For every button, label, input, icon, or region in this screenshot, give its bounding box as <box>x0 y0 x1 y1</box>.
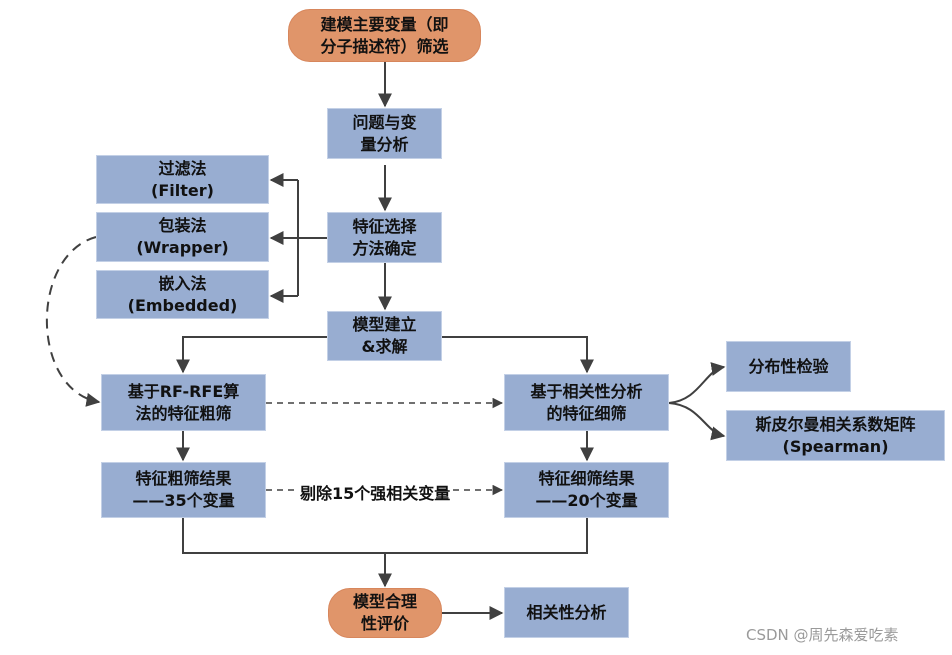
edge-fine-spearman <box>668 402 726 441</box>
node-text: (Spearman) <box>782 436 889 456</box>
node-text: 模型合理 <box>352 592 417 611</box>
edge-model-rfrfe <box>176 336 327 374</box>
node-text: 相关性分析 <box>526 602 607 622</box>
node-text: 包装法 <box>158 216 207 235</box>
node-start: 建模主要变量（即分子描述符）筛选 <box>288 9 481 62</box>
node-text: 法的特征粗筛 <box>135 403 232 423</box>
node-spearman: 斯皮尔曼相关系数矩阵(Spearman) <box>726 410 945 461</box>
node-text: 特征粗筛结果 <box>135 469 232 488</box>
watermark: CSDN @周先森爱吃素 <box>746 626 899 644</box>
node-text: 量分析 <box>360 134 409 154</box>
node-text: 特征细筛结果 <box>538 469 635 488</box>
node-analysis: 问题与变量分析 <box>327 108 442 159</box>
node-text: 过滤法 <box>158 158 207 178</box>
node-model: 模型建立&求解 <box>327 311 442 361</box>
node-text: (Filter) <box>151 180 214 200</box>
node-text: 的特征细筛 <box>546 403 627 423</box>
node-method: 特征选择方法确定 <box>327 212 442 263</box>
node-corr-fine: 基于相关性分析的特征细筛 <box>504 374 669 431</box>
node-filter: 过滤法(Filter) <box>96 155 269 204</box>
edge-merge <box>182 518 588 554</box>
node-text: 分布性检验 <box>748 356 829 376</box>
node-text: 建模主要变量（即 <box>320 14 449 34</box>
node-wrapper: 包装法 (Wrapper) <box>96 212 269 262</box>
node-text: ——35个变量 <box>132 491 235 510</box>
node-embedded: 嵌入法(Embedded) <box>96 270 269 319</box>
node-text: 分子描述符）筛选 <box>320 36 449 56</box>
node-dist-test: 分布性检验 <box>726 341 851 392</box>
node-text: ——20个变量 <box>535 491 638 510</box>
node-evaluate: 模型合理性评价 <box>328 588 442 638</box>
node-text: 斯皮尔曼相关系数矩阵 <box>755 414 916 434</box>
node-text: 基于RF-RFE算 <box>127 381 240 401</box>
node-coarse-result: 特征粗筛结果 ——35个变量 <box>101 462 266 518</box>
node-text: 嵌入法 <box>158 273 207 293</box>
edge-fine-dist <box>668 362 726 404</box>
node-text: (Embedded) <box>127 295 238 315</box>
node-text: &求解 <box>361 337 408 356</box>
edge-wrapper-rfrfe-dashed <box>45 236 101 407</box>
node-text: 性评价 <box>360 614 409 633</box>
node-text: 基于相关性分析 <box>530 381 643 401</box>
node-text: 方法确定 <box>352 238 417 258</box>
node-text: 问题与变 <box>352 112 417 132</box>
node-text: (Wrapper) <box>136 238 229 257</box>
node-rfrfe: 基于RF-RFE算法的特征粗筛 <box>101 374 266 431</box>
node-corr-analysis: 相关性分析 <box>504 587 629 638</box>
node-fine-result: 特征细筛结果 ——20个变量 <box>504 462 669 518</box>
node-text: 模型建立 <box>352 315 417 334</box>
edge-model-fine <box>442 336 594 374</box>
node-text: 特征选择 <box>352 216 417 236</box>
edge-label: 剔除15个强相关变量 <box>298 480 453 504</box>
